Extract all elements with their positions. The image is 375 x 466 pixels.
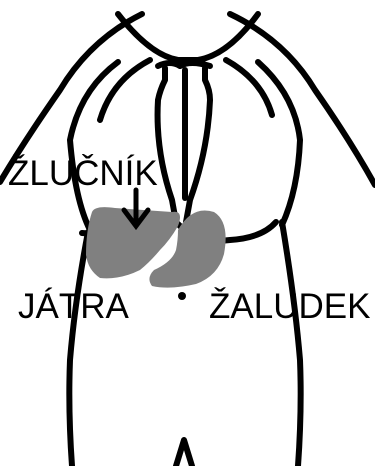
right-ribcage-outline — [258, 62, 300, 225]
groin-outline — [176, 440, 192, 466]
esophagus-top — [158, 63, 210, 66]
label-stomach: ŽALUDEK — [209, 289, 370, 324]
left-waist-outline — [69, 232, 88, 466]
left-shoulder-outline — [118, 14, 258, 60]
label-liver: JÁTRA — [18, 289, 129, 324]
navel-dot — [178, 292, 186, 300]
label-gallbladder: ŽLUČNÍK — [8, 156, 158, 191]
right-arm-outline — [230, 14, 375, 185]
left-ribcage-outline — [70, 62, 118, 230]
esophagus-right — [186, 68, 210, 222]
esophagus-left — [158, 68, 176, 222]
right-waist-outline — [282, 222, 301, 466]
